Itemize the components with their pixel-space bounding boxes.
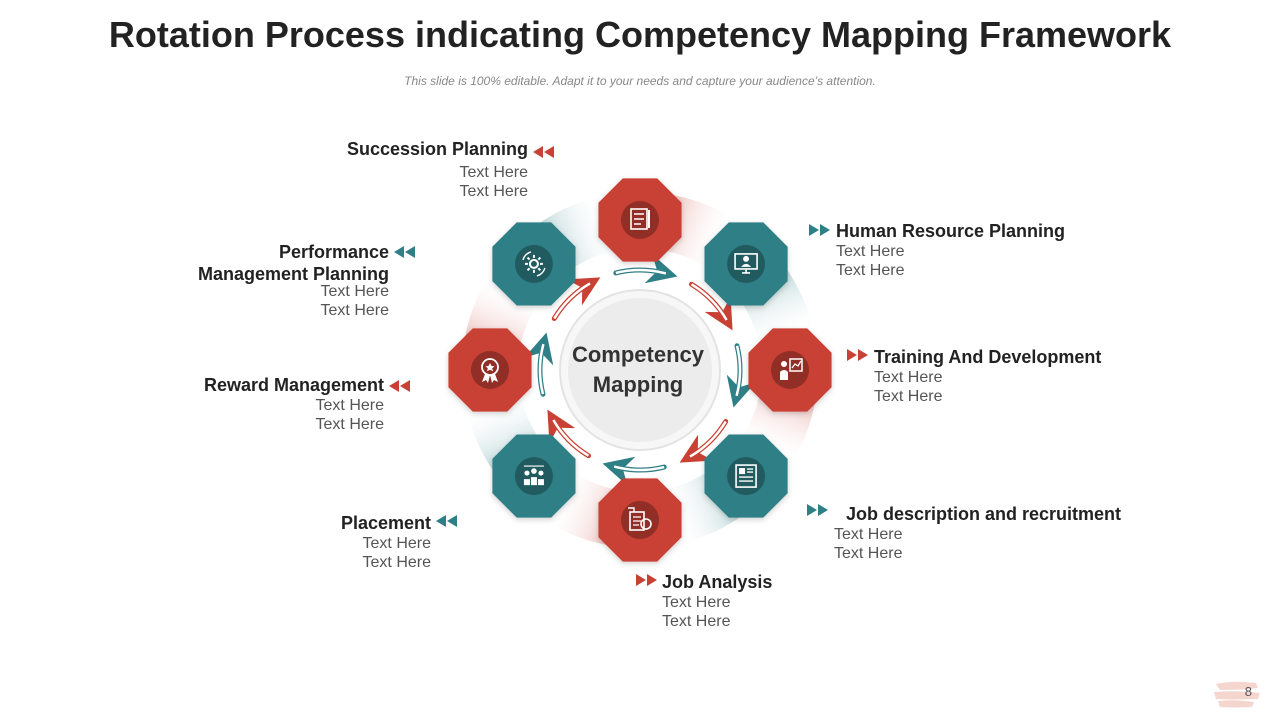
label-title: Job description and recruitment xyxy=(846,504,1122,524)
cycle-arrow-core xyxy=(538,343,545,395)
label-text-2: Text Here xyxy=(315,416,384,433)
monitor-person-icon xyxy=(734,253,758,274)
label-text-1: Text Here xyxy=(836,243,905,260)
award-ribbon-icon xyxy=(481,358,499,383)
label-succession-planning: Succession Planning Text Here Text Here xyxy=(347,138,528,201)
node-group xyxy=(448,178,832,562)
node-2 xyxy=(748,328,832,412)
node-octagon xyxy=(448,328,532,412)
label-title: Placement xyxy=(340,513,431,533)
label-placement: Placement Text Here Text Here xyxy=(341,512,431,572)
node-icon-bg xyxy=(621,201,659,239)
resume-document-icon xyxy=(735,464,757,488)
label-text-2: Text Here xyxy=(662,613,731,630)
cycle-arrow-core xyxy=(552,419,590,457)
label-performance-management-planning: Performance Management Planning Text Her… xyxy=(198,241,389,320)
label-job-analysis: Job Analysis Text Here Text Here xyxy=(662,571,772,631)
label-text-2: Text Here xyxy=(320,302,389,319)
double-arrow-right-icon xyxy=(809,224,830,236)
label-title: Job Analysis xyxy=(662,572,773,592)
label-training-and-development: Training And Development Text Here Text … xyxy=(874,346,1101,406)
label-title-line2: Management Planning xyxy=(197,264,389,284)
label-text-1: Text Here xyxy=(459,164,528,181)
node-icon-bg xyxy=(471,351,509,389)
node-6 xyxy=(448,328,532,412)
node-1 xyxy=(704,222,788,306)
node-7 xyxy=(492,222,576,306)
node-0 xyxy=(598,178,682,262)
center-label-line2: Mapping xyxy=(593,372,683,397)
double-arrow-right-icon xyxy=(636,574,657,586)
document-checklist-icon xyxy=(630,208,650,230)
label-title-line1: Performance xyxy=(278,242,389,262)
node-icon-bg xyxy=(514,457,553,496)
double-arrow-left-icon xyxy=(394,246,415,258)
double-arrow-left-icon xyxy=(436,515,457,527)
node-4 xyxy=(598,478,682,562)
node-icon-bg xyxy=(514,244,553,283)
cycle-arrow-core xyxy=(613,465,665,472)
page-number-badge: 8 xyxy=(1212,678,1262,708)
brush-stroke-icon xyxy=(1214,681,1260,708)
node-3 xyxy=(704,434,788,518)
analysis-report-icon xyxy=(628,507,652,531)
label-text-2: Text Here xyxy=(874,388,943,405)
label-title: Training And Development xyxy=(874,347,1102,367)
double-arrow-right-icon xyxy=(807,504,828,516)
label-text-1: Text Here xyxy=(320,283,389,300)
label-text-2: Text Here xyxy=(362,554,431,571)
cycle-arrow-core xyxy=(690,283,728,321)
label-text-1: Text Here xyxy=(362,535,431,552)
page-subtitle: This slide is 100% editable. Adapt it to… xyxy=(404,74,876,88)
label-job-description-and-recruitment: Job description and recruitment Text Her… xyxy=(834,503,1121,563)
node-octagon xyxy=(704,434,788,518)
node-octagon xyxy=(598,178,682,262)
node-octagon xyxy=(492,222,576,306)
label-text-2: Text Here xyxy=(459,183,528,200)
double-arrow-left-icon xyxy=(389,380,410,392)
label-title: Succession Planning xyxy=(346,139,528,159)
label-text-1: Text Here xyxy=(662,594,731,611)
label-human-resource-planning: Human Resource Planning Text Here Text H… xyxy=(836,220,1065,280)
center-label-line1: Competency xyxy=(572,342,705,367)
cycle-arrow-core xyxy=(553,282,591,320)
cycle-arrow-core xyxy=(735,345,742,397)
page-number: 8 xyxy=(1244,684,1252,699)
people-group-icon xyxy=(523,465,544,486)
label-text-2: Text Here xyxy=(836,262,905,279)
inner-arrow-ring xyxy=(524,254,756,486)
label-title: Human Resource Planning xyxy=(836,221,1066,241)
label-reward-management: Reward Management Text Here Text Here xyxy=(204,374,384,434)
node-icon-bg xyxy=(727,457,766,496)
double-arrow-left-icon xyxy=(533,146,554,158)
cycle-arrow-core xyxy=(615,268,667,275)
label-text-1: Text Here xyxy=(834,526,903,543)
label-text-2: Text Here xyxy=(834,545,903,562)
node-5 xyxy=(492,434,576,518)
presentation-board-icon xyxy=(780,358,803,380)
label-title: Reward Management xyxy=(203,375,384,395)
double-arrow-right-icon xyxy=(847,349,868,361)
gear-cycle-icon xyxy=(522,251,546,277)
label-text-1: Text Here xyxy=(315,397,384,414)
node-octagon xyxy=(492,434,576,518)
node-icon-bg xyxy=(621,501,659,539)
cycle-arrow-core xyxy=(689,420,727,458)
node-octagon xyxy=(598,478,682,562)
page-title: Rotation Process indicating Competency M… xyxy=(108,14,1172,55)
label-text-1: Text Here xyxy=(874,369,943,386)
center-circle xyxy=(568,298,712,442)
